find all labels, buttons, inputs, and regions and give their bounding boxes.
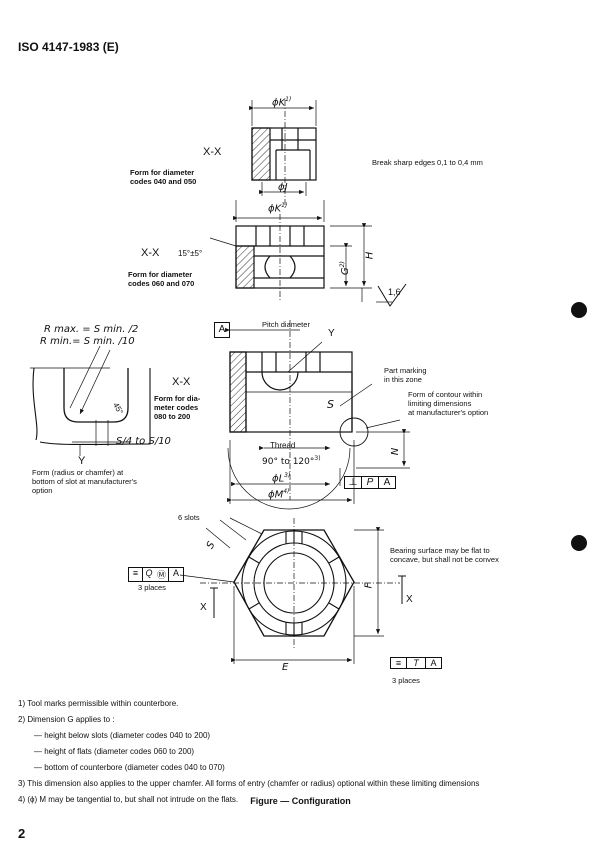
thread-label: Thread bbox=[270, 441, 296, 450]
slot-width: S/4 to S/10 bbox=[116, 436, 171, 447]
middle-dim-h: H bbox=[364, 251, 376, 260]
middle-dim-k: ϕK1) bbox=[268, 202, 287, 214]
places-left: 3 places bbox=[138, 583, 166, 592]
fcf-left-datum: A bbox=[172, 568, 179, 578]
middle-dim-g-value: G bbox=[340, 267, 352, 276]
large-dim-l: ϕL3) bbox=[272, 472, 290, 484]
break-edges-note: Break sharp edges 0,1 to 0,4 mm bbox=[372, 158, 483, 167]
bearing-note: Bearing surface may be flat to concave, … bbox=[390, 546, 499, 564]
fcf-symmetry-left: ≡ Q Ⓜ A bbox=[128, 567, 184, 582]
fcf-bottom-symbol: ≡ bbox=[391, 658, 407, 668]
middle-section-label: X-X bbox=[141, 247, 160, 259]
middle-nut-view bbox=[209, 200, 407, 307]
top-dim-j: ϕJ bbox=[278, 182, 288, 193]
top-section-label: X-X bbox=[203, 146, 222, 158]
large-angle-note: 3) bbox=[314, 455, 321, 462]
footnote-4: 4) (ϕ) M may be tangential to, but shall… bbox=[18, 795, 239, 804]
large-form-label: Form for dia- meter codes 080 to 200 bbox=[154, 394, 200, 421]
plan-hexagon-view bbox=[179, 517, 406, 664]
roughness-value: 1,6 bbox=[388, 287, 401, 297]
margin-dot-1 bbox=[571, 302, 587, 318]
footnote-3: 3) This dimension also applies to the up… bbox=[18, 779, 480, 788]
fcf-perp-symbol: ⊥ bbox=[345, 477, 362, 488]
fcf-left-tolerance: Q bbox=[145, 568, 153, 578]
footnotes: 1) Tool marks permissible within counter… bbox=[18, 696, 583, 808]
top-dim-k-value: ϕK bbox=[272, 97, 286, 109]
datum-a-box: A bbox=[214, 322, 230, 338]
fcf-symmetry-bottom: ≡ T A bbox=[390, 657, 442, 669]
plan-dim-f: F bbox=[363, 582, 375, 589]
slots-label: 6 slots bbox=[178, 513, 200, 522]
contour-note: Form of contour within limiting dimensio… bbox=[408, 390, 488, 417]
large-angle: 90° to 120°3) bbox=[262, 455, 321, 467]
bearing-line-2: concave, but shall not be convex bbox=[390, 555, 499, 564]
large-dim-m-value: ϕM bbox=[268, 489, 284, 501]
standard-number: ISO 4147-1983 (E) bbox=[18, 40, 119, 54]
fcf-perp-datum: A bbox=[383, 477, 391, 488]
pitch-diameter-label: Pitch diameter bbox=[262, 320, 310, 329]
footnote-2a: — height below slots (diameter codes 040… bbox=[34, 731, 211, 740]
slot-section-y: Y bbox=[78, 455, 86, 467]
footnote-2c: — bottom of counterbore (diameter codes … bbox=[34, 763, 225, 772]
large-form-line-3: 080 to 200 bbox=[154, 412, 191, 421]
fcf-bottom-datum: A bbox=[430, 658, 437, 668]
contour-line-3: at manufacturer's option bbox=[408, 408, 489, 417]
large-dim-l-value: ϕL bbox=[272, 473, 285, 485]
middle-form-line-2: codes 060 and 070 bbox=[128, 279, 195, 288]
margin-dot-2 bbox=[571, 535, 587, 551]
large-angle-value: 90° to 120° bbox=[262, 457, 315, 467]
footnote-1: 1) Tool marks permissible within counter… bbox=[18, 699, 179, 708]
large-section-label: X-X bbox=[172, 376, 191, 388]
large-nut-view bbox=[225, 320, 410, 510]
middle-dim-g: G2) bbox=[339, 261, 351, 275]
large-dim-n: N bbox=[390, 447, 402, 456]
figure-caption: Figure — Configuration bbox=[250, 796, 351, 806]
large-dim-m: ϕM4) bbox=[268, 488, 289, 500]
contour-line-2: limiting dimensions bbox=[408, 399, 472, 408]
part-marking-line-2: in this zone bbox=[384, 375, 422, 384]
middle-angle: 15°±5° bbox=[178, 249, 203, 258]
large-s-label: S bbox=[327, 398, 334, 411]
contour-line-1: Form of contour within bbox=[408, 390, 483, 399]
middle-form-label: Form for diameter codes 060 and 070 bbox=[128, 270, 194, 288]
middle-form-line-1: Form for diameter bbox=[128, 270, 193, 279]
fcf-left-symbol: ≡ bbox=[129, 568, 143, 581]
fcf-perpendicularity: ⊥ P A bbox=[344, 476, 396, 489]
page-number: 2 bbox=[18, 826, 26, 841]
fcf-bottom-tolerance: T bbox=[407, 658, 426, 668]
top-nut-view bbox=[249, 100, 317, 210]
large-form-line-1: Form for dia- bbox=[154, 394, 201, 403]
middle-dim-g-note: 2) bbox=[338, 261, 346, 268]
slot-detail-view bbox=[30, 345, 151, 456]
part-marking-line-1: Part marking bbox=[384, 366, 427, 375]
bearing-line-1: Bearing surface may be flat to bbox=[390, 546, 490, 555]
fcf-left-modifier: Ⓜ bbox=[155, 568, 169, 581]
top-dim-k-note: 1) bbox=[285, 96, 292, 103]
slot-caption: Form (radius or chamfer) at bottom of sl… bbox=[32, 468, 137, 495]
large-dim-l-note: 3) bbox=[284, 472, 291, 479]
part-marking-note: Part marking in this zone bbox=[384, 366, 427, 384]
fcf-perp-tolerance: P bbox=[362, 477, 379, 488]
footnote-2b: — height of flats (diameter codes 060 to… bbox=[34, 747, 195, 756]
slot-caption-line-3: option bbox=[32, 486, 53, 495]
slot-rmax: R max. = S min. /2 bbox=[44, 324, 139, 335]
middle-dim-k-value: ϕK bbox=[268, 203, 282, 215]
footnote-2: 2) Dimension G applies to : bbox=[18, 715, 115, 724]
places-bottom: 3 places bbox=[392, 676, 420, 685]
x-left: X bbox=[200, 602, 207, 613]
middle-dim-k-note: 1) bbox=[281, 202, 288, 209]
top-form-label: Form for diameter codes 040 and 050 bbox=[130, 168, 196, 186]
top-dim-k: ϕK1) bbox=[272, 96, 291, 108]
slot-caption-line-2: bottom of slot at manufacturer's bbox=[32, 477, 137, 486]
slot-caption-line-1: Form (radius or chamfer) at bbox=[32, 468, 124, 477]
plan-dim-e: E bbox=[282, 662, 289, 673]
large-y-label: Y bbox=[328, 328, 335, 339]
large-form-line-2: meter codes bbox=[154, 403, 199, 412]
large-dim-m-note: 4) bbox=[283, 488, 290, 495]
top-form-line-2: codes 040 and 050 bbox=[130, 177, 197, 186]
x-right: X bbox=[406, 594, 413, 605]
top-form-line-1: Form for diameter bbox=[130, 168, 195, 177]
slot-rmin: R min.= S min. /10 bbox=[40, 336, 135, 347]
